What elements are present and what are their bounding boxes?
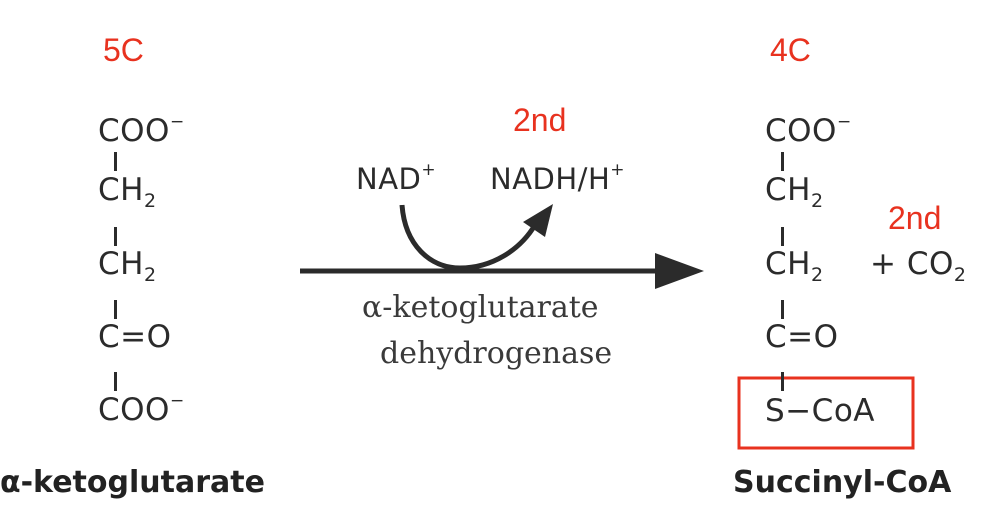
co2-byproduct: + CO2 bbox=[870, 246, 967, 286]
right-bond-2 bbox=[781, 227, 784, 246]
left-group-coo-top: COO− bbox=[98, 112, 185, 149]
left-bond-1 bbox=[114, 152, 117, 171]
cofactor-curved-arrow bbox=[399, 204, 538, 271]
cofactor-in-label: NAD+ bbox=[356, 160, 437, 196]
left-carbon-count: 5C bbox=[103, 32, 144, 68]
enzyme-name-line1: α-ketoglutarate bbox=[362, 290, 599, 325]
nadh-note: 2nd bbox=[513, 102, 567, 138]
cofactor-out-label: NADH/H+ bbox=[490, 160, 625, 196]
enzyme-name-line2: dehydrogenase bbox=[380, 336, 613, 371]
right-group-s-coa: S−CoA bbox=[765, 393, 875, 429]
right-molecule-name: Succinyl-CoA bbox=[733, 465, 952, 500]
right-carbon-count: 4C bbox=[770, 32, 811, 68]
right-group-coo-top: COO− bbox=[765, 112, 852, 149]
right-bond-3 bbox=[781, 300, 784, 319]
cofactor-arrow-head bbox=[523, 204, 553, 237]
right-group-thioester: C=O bbox=[765, 319, 839, 355]
right-group-ch2-2: CH2 bbox=[765, 246, 824, 286]
main-arrow-head bbox=[655, 253, 704, 289]
left-group-ch2-1: CH2 bbox=[98, 172, 157, 212]
left-group-coo-bottom: COO− bbox=[98, 391, 185, 428]
left-molecule-name: α-ketoglutarate bbox=[0, 465, 265, 500]
left-bond-3 bbox=[114, 300, 117, 319]
right-bond-4 bbox=[781, 372, 784, 391]
left-group-ch2-2: CH2 bbox=[98, 246, 157, 286]
left-bond-4 bbox=[114, 372, 117, 391]
coa-highlight-box bbox=[737, 376, 915, 450]
co2-note: 2nd bbox=[888, 200, 942, 236]
right-bond-1 bbox=[781, 152, 784, 171]
left-group-keto: C=O bbox=[98, 319, 172, 355]
right-group-ch2-1: CH2 bbox=[765, 172, 824, 212]
left-bond-2 bbox=[114, 227, 117, 246]
